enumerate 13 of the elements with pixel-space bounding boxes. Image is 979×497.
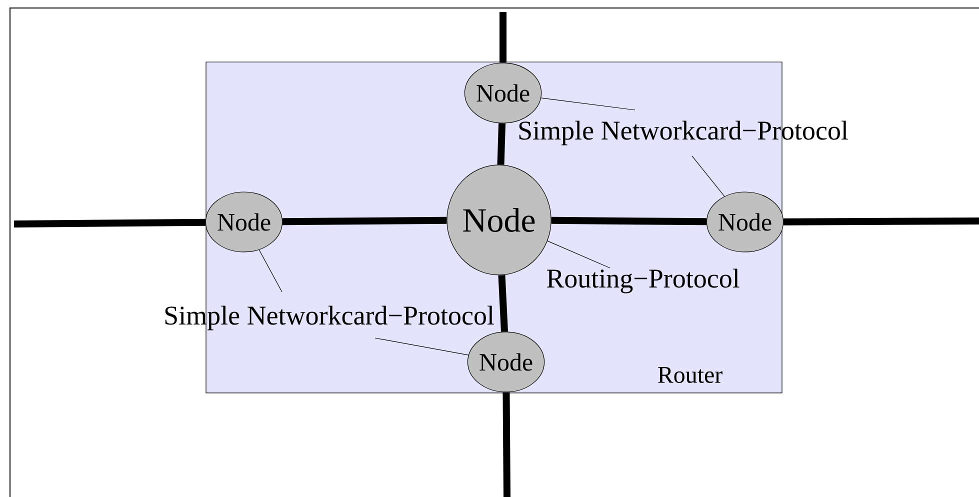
network-link bbox=[497, 123, 506, 165]
network-link bbox=[502, 392, 510, 497]
network-link bbox=[500, 12, 506, 63]
network-link bbox=[551, 216, 706, 226]
network-link bbox=[282, 216, 447, 226]
network-link bbox=[784, 218, 979, 226]
network-link bbox=[14, 218, 206, 228]
leader-line bbox=[547, 240, 610, 268]
network-link bbox=[498, 275, 508, 332]
leader-line bbox=[374, 338, 469, 356]
leader-line bbox=[540, 98, 636, 110]
leader-line bbox=[692, 156, 725, 197]
leader-line bbox=[258, 250, 282, 292]
